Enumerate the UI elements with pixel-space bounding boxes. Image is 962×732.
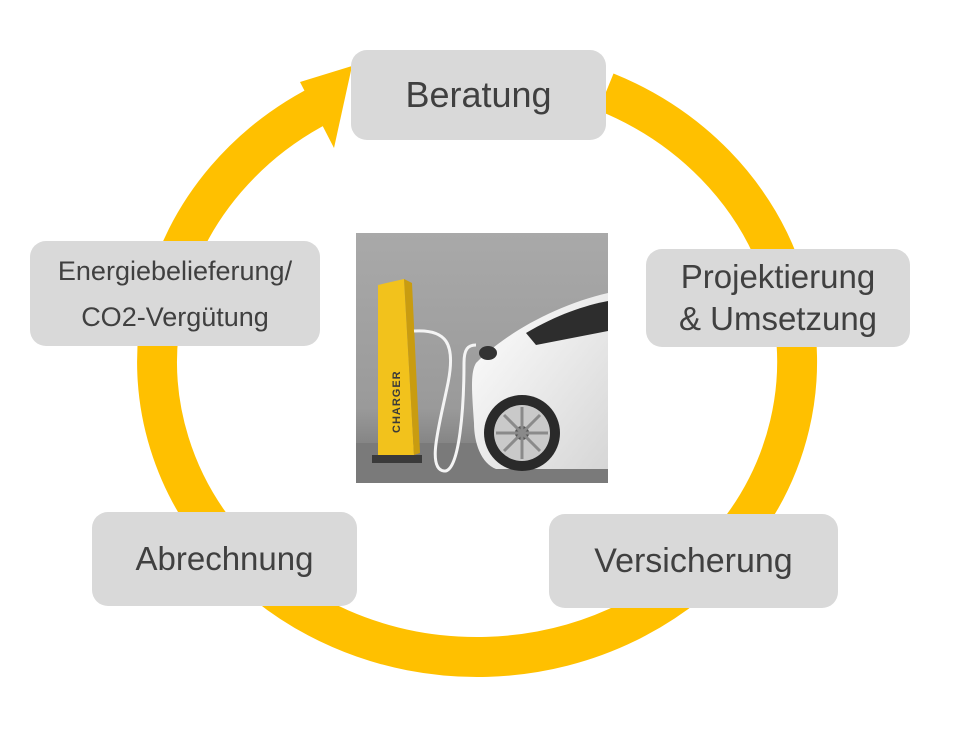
car-charging-port: [479, 346, 497, 360]
charger-pillar: [378, 279, 414, 459]
step-versicherung: Versicherung: [549, 514, 838, 608]
charger-base: [372, 455, 422, 463]
step-projektierung: Projektierung & Umsetzung: [646, 249, 910, 347]
step-beratung: Beratung: [351, 50, 606, 140]
car-window: [526, 301, 608, 345]
charger-label: CHARGER: [391, 370, 403, 433]
charging-cable: [413, 329, 477, 473]
charger-pillar-side: [404, 279, 420, 455]
step-projektierung-line2: & Umsetzung: [678, 300, 878, 337]
step-energie-line2: CO2-Vergütung: [81, 301, 269, 332]
step-energie-line1: Energiebelieferung/: [57, 255, 293, 286]
step-projektierung-line1: Projektierung: [680, 258, 876, 295]
step-abrechnung-label: Abrechnung: [135, 540, 314, 577]
step-beratung-label: Beratung: [405, 74, 552, 115]
ev-charging-image: CHARGER: [356, 233, 608, 483]
step-energiebelieferung: Energiebelieferung/ CO2-Vergütung: [30, 241, 320, 346]
step-abrechnung: Abrechnung: [92, 512, 357, 606]
cycle-arrowhead: [300, 66, 352, 148]
step-versicherung-label: Versicherung: [594, 541, 793, 580]
